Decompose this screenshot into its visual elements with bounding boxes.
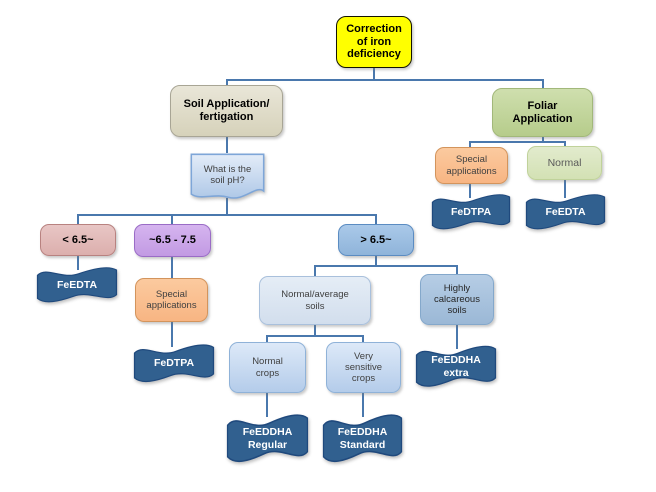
node-soil-ph-question: What is the soil pH? — [189, 152, 266, 205]
connector-line — [456, 265, 458, 275]
node-normal-foliar: Normal — [527, 146, 602, 180]
connector-line — [226, 136, 228, 153]
connector-line — [314, 265, 458, 267]
connector-line — [375, 214, 377, 225]
node-special-applications-foliar: Special applications — [435, 147, 508, 184]
banner-label: FeEDTA — [56, 278, 98, 291]
node-special-applications-soil: Special applications — [135, 278, 208, 322]
node-label: Normal — [547, 156, 582, 169]
node-label: Soil Application/ fertigation — [183, 98, 270, 123]
connector-line — [373, 68, 375, 80]
wave-banner-shape — [431, 194, 511, 230]
connector-line — [564, 141, 566, 148]
node-highly-calcareous-soils: Highly calcareous soils — [420, 274, 494, 325]
node-label: < 6.5~ — [62, 233, 94, 246]
connector-line — [314, 265, 316, 277]
node-label: Very sensitive crops — [345, 350, 382, 385]
banner-label: FeEDDHA extra — [431, 353, 481, 379]
node-label: > 6.5~ — [360, 233, 392, 246]
connector-line — [564, 179, 566, 198]
wave-banner-shape — [322, 414, 403, 463]
node-soil-application: Soil Application/ fertigation — [170, 85, 283, 137]
connector-line — [542, 79, 544, 89]
document-shape — [190, 153, 265, 199]
connector-line — [456, 324, 458, 349]
banner-label: FeDTPA — [450, 205, 492, 218]
connector-line — [266, 335, 364, 337]
connector-line — [226, 198, 228, 215]
connector-line — [77, 214, 377, 216]
node-ph-below-6-5: < 6.5~ — [40, 224, 116, 256]
connector-line — [266, 335, 268, 343]
node-label: Special applications — [146, 288, 197, 311]
banner-feeddha-standard: FeEDDHA Standard — [321, 410, 404, 467]
banner-feedta-soil: FeEDTA — [35, 264, 119, 306]
node-correction-of-iron-deficiency: Correction of iron deficiency — [336, 16, 412, 68]
connector-line — [469, 141, 471, 148]
node-foliar-application: Foliar Application — [492, 88, 593, 137]
banner-feeddha-regular: FeEDDHA Regular — [225, 410, 310, 467]
connector-line — [375, 255, 377, 266]
wave-banner-shape — [36, 267, 118, 303]
connector-line — [226, 79, 228, 87]
banner-label: FeEDDHA Standard — [337, 425, 388, 451]
node-very-sensitive-crops: Very sensitive crops — [326, 342, 401, 393]
connector-line — [362, 392, 364, 417]
connector-line — [77, 255, 79, 270]
wave-banner-shape — [226, 414, 309, 463]
node-label: Special applications — [446, 154, 497, 177]
wave-banner-shape — [133, 344, 215, 383]
node-label: Normal crops — [252, 356, 283, 379]
node-label: Correction of iron deficiency — [346, 22, 402, 61]
connector-line — [226, 79, 544, 81]
connector-line — [171, 256, 173, 278]
wave-banner-shape — [525, 194, 606, 230]
banner-fedtpa-foliar: FeDTPA — [430, 191, 512, 233]
banner-label: FeEDTA — [545, 205, 586, 218]
connector-line — [77, 214, 79, 225]
node-label: ~6.5 - 7.5 — [149, 234, 196, 247]
banner-label: FeDTPA — [153, 357, 195, 370]
connector-line — [542, 136, 544, 142]
connector-line — [362, 335, 364, 343]
node-label: What is the soil pH? — [203, 163, 252, 186]
banner-fedtpa-soil: FeDTPA — [132, 341, 216, 386]
connector-line — [171, 214, 173, 225]
connector-line — [171, 321, 173, 347]
banner-feedta-foliar: FeEDTA — [524, 191, 607, 233]
connector-line — [469, 182, 471, 198]
node-label: Normal/average soils — [281, 289, 349, 312]
wave-banner-shape — [415, 345, 497, 387]
banner-label: FeEDDHA Regular — [242, 425, 293, 451]
connector-line — [266, 392, 268, 417]
banner-feeddha-extra: FeEDDHA extra — [414, 342, 498, 391]
connector-line — [469, 141, 566, 143]
node-normal-crops: Normal crops — [229, 342, 306, 393]
node-ph-above-6-5: > 6.5~ — [338, 224, 414, 256]
node-ph-6-5-to-7-5: ~6.5 - 7.5 — [134, 224, 211, 257]
node-label: Highly calcareous soils — [434, 282, 480, 317]
node-normal-average-soils: Normal/average soils — [259, 276, 371, 325]
node-label: Foliar Application — [512, 99, 573, 125]
connector-line — [314, 324, 316, 336]
